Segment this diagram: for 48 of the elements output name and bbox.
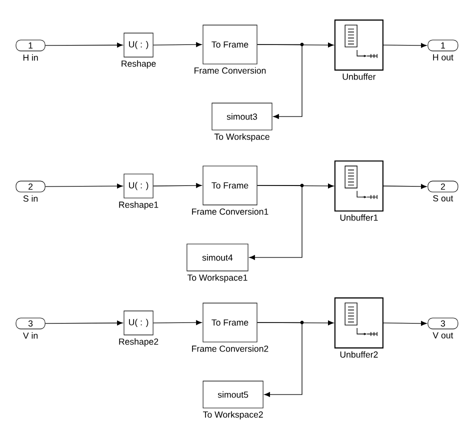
block-label: Unbuffer bbox=[342, 73, 376, 80]
arrow bbox=[382, 321, 427, 326]
unbuffer-block bbox=[334, 297, 384, 348]
arrow bbox=[45, 320, 123, 326]
unbuffer-block bbox=[334, 160, 384, 212]
function-block: To Frame bbox=[202, 302, 258, 342]
function-block: U( : ) bbox=[124, 32, 154, 58]
arrow bbox=[153, 183, 202, 188]
block-label: Frame Conversion bbox=[194, 67, 266, 74]
block-label: H in bbox=[23, 54, 38, 61]
port-block: 2 bbox=[16, 180, 46, 192]
arrow bbox=[153, 320, 202, 325]
block-label: Unbuffer2 bbox=[340, 351, 378, 358]
function-block: To Frame bbox=[202, 24, 258, 64]
block-label: Reshape1 bbox=[119, 201, 158, 210]
arrow bbox=[382, 184, 427, 189]
port-block: 3 bbox=[16, 318, 46, 330]
arrow bbox=[256, 44, 302, 119]
arrow bbox=[382, 43, 427, 48]
function-block: simout4 bbox=[186, 244, 248, 272]
function-block: simout5 bbox=[202, 380, 264, 408]
unbuffer-block bbox=[334, 20, 384, 71]
arrow bbox=[256, 322, 302, 397]
block-label: To Workspace1 bbox=[187, 274, 248, 282]
port-block: 2 bbox=[428, 180, 458, 192]
arrow bbox=[45, 184, 123, 188]
port-block: 3 bbox=[428, 318, 458, 330]
port-block: 1 bbox=[16, 40, 46, 52]
function-block: simout3 bbox=[212, 102, 272, 130]
block-label: Reshape2 bbox=[119, 338, 158, 346]
arrow bbox=[249, 185, 302, 260]
block-label: Reshape bbox=[122, 60, 156, 68]
block-label: Frame Conversion1 bbox=[192, 208, 268, 215]
block-label: S out bbox=[433, 195, 454, 202]
port-block: 1 bbox=[428, 40, 458, 52]
function-block: To Frame bbox=[202, 166, 258, 206]
arrow bbox=[45, 42, 123, 48]
arrow bbox=[153, 42, 202, 47]
block-label: H out bbox=[433, 54, 454, 60]
block-label: Unbuffer1 bbox=[340, 214, 378, 221]
block-label: V out bbox=[432, 332, 454, 338]
block-label: V in bbox=[23, 332, 38, 339]
block-label: To Workspace bbox=[214, 133, 270, 142]
function-block: U( : ) bbox=[124, 174, 154, 198]
block-label: Frame Conversion2 bbox=[192, 345, 268, 352]
block-label: To Workspace2 bbox=[203, 411, 263, 420]
function-block: U( : ) bbox=[124, 310, 154, 336]
block-label: S in bbox=[23, 195, 38, 202]
